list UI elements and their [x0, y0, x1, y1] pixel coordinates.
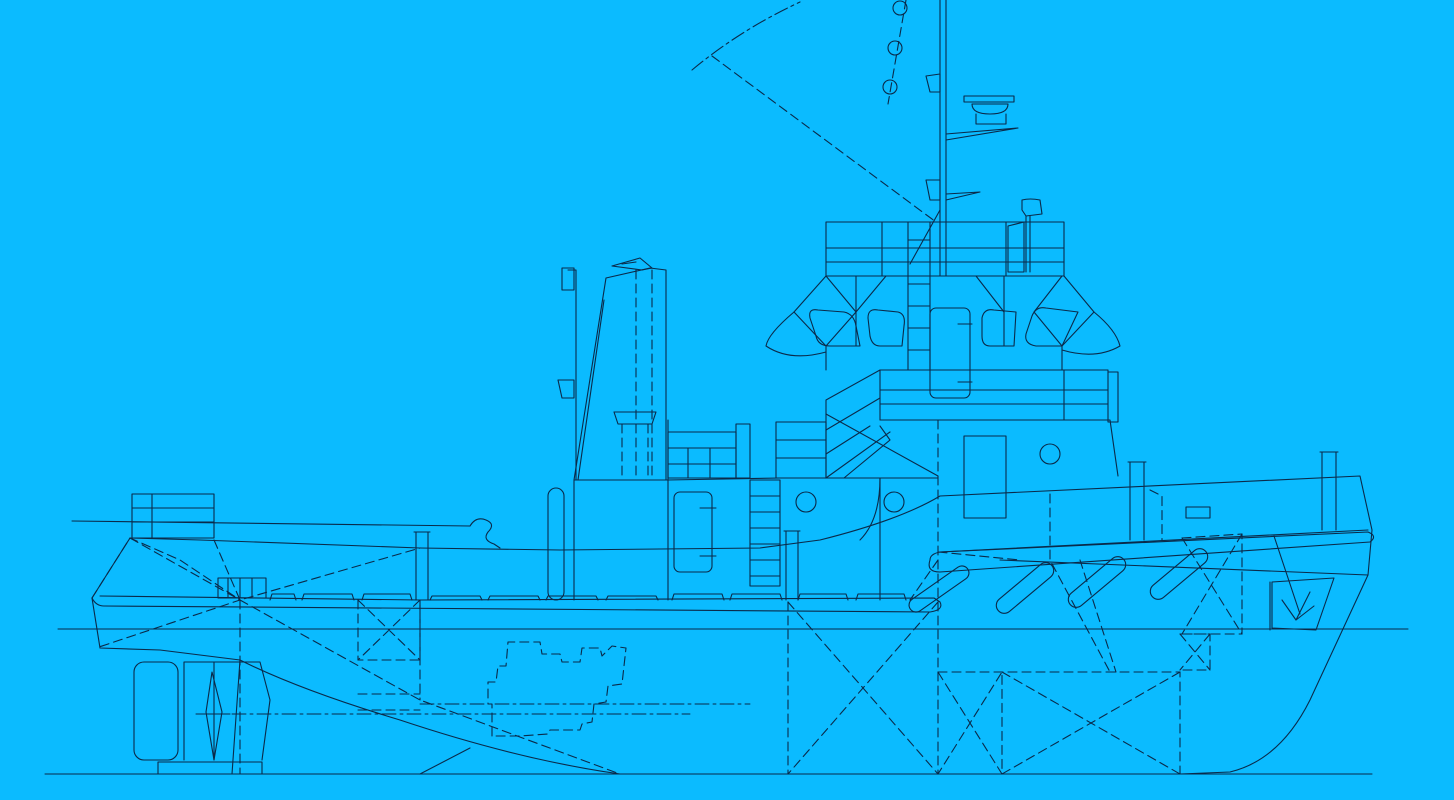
- funnel: [557, 257, 667, 481]
- waterline: [44, 628, 1409, 775]
- bulwark-rails: [269, 593, 907, 601]
- signal-balls: [691, 0, 937, 223]
- compartments: [91, 419, 1243, 775]
- stern-deck-house: [71, 493, 501, 599]
- hull-outline: [91, 475, 1375, 775]
- bollards: [413, 451, 1339, 601]
- upper-deckhouse: [825, 369, 1119, 519]
- main-engine: [419, 641, 751, 737]
- bow-fenders: [908, 548, 1209, 614]
- mast: [909, 0, 1043, 277]
- anchor: [1269, 535, 1335, 631]
- propeller-rudder: [133, 661, 691, 775]
